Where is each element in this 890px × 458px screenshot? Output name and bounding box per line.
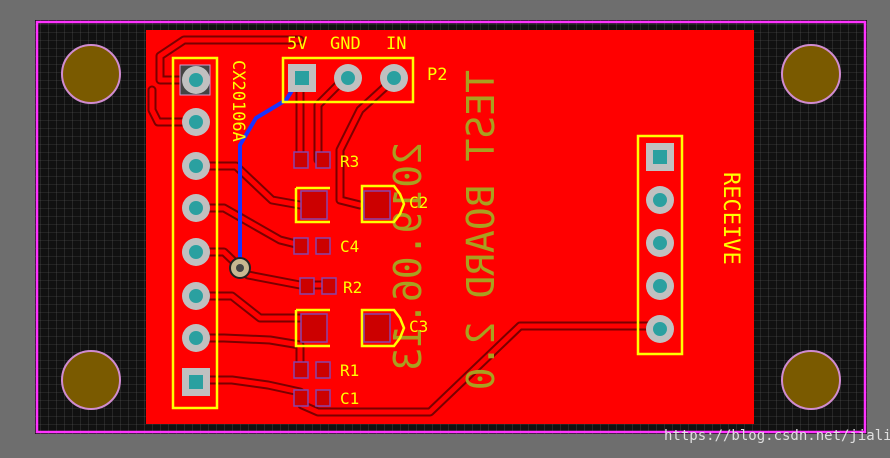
header-p2-pin [334,64,362,92]
resistor-r1: R1 [293,361,359,380]
header-p1-pin [182,282,210,310]
header-p1-pin [182,324,210,352]
bottom-trace [229,76,302,279]
header-p2-outline [281,56,415,104]
c1-label: C1 [340,389,359,408]
p2-pin-label-5v: 5V [287,34,307,54]
header-p1-pins [179,64,211,396]
date-text: 2019.06.13 [386,142,430,371]
board-outline [35,20,867,434]
r2-label: R2 [343,278,362,297]
watermark: https://blog.csdn.net/jialing678 [664,428,890,444]
mount-hole-top-left [61,44,121,104]
header-p1-pin [182,152,210,180]
header-p2-pin [380,64,408,92]
header-receive-pin [646,315,674,343]
header-receive-pin [646,229,674,257]
resistor-r2: R2 [299,277,362,297]
c4-label: C4 [340,237,359,256]
header-p1-pin [182,108,210,136]
mount-holes [61,44,841,410]
capacitor-c3: C3 [294,308,428,348]
resistor-r3: R3 [293,151,359,171]
header-receive: RECEIVE [636,134,743,356]
mount-hole-bottom-left [61,350,121,410]
header-p1: CX20106A [171,56,248,410]
header-receive-outline [636,134,684,356]
copper-pour [146,30,754,424]
header-p2: 5V GND IN P2 [281,34,447,104]
header-p1-pin [182,194,210,222]
receive-label: RECEIVE [718,172,743,265]
header-p1-outline [171,56,219,410]
smd-components: R3 C2 C4 R2 C3 [293,151,428,408]
p2-label: P2 [427,65,447,85]
capacitor-c2: C2 [294,184,428,224]
mount-hole-top-right [781,44,841,104]
header-p1-pin-square [182,368,210,396]
header-p1-pin [182,238,210,266]
c3-label: C3 [409,317,428,336]
header-receive-pin-square [646,143,674,171]
r3-label: R3 [340,152,359,171]
r1-label: R1 [340,361,359,380]
header-p2-pin-square [288,64,316,92]
p1-label: CX20106A [228,60,248,142]
test-board-text: TEST BOARD 2.0 [459,70,503,390]
c2-label: C2 [409,193,428,212]
p2-pin-label-gnd: GND [330,34,361,54]
bottom-silkscreen: TEST BOARD 2.0 2019.06.13 [386,70,503,390]
header-receive-pin [646,272,674,300]
mount-hole-bottom-right [781,350,841,410]
header-p1-pin [179,64,211,96]
p2-pin-label-in: IN [386,34,406,54]
header-receive-pin [646,186,674,214]
capacitor-c1: C1 [293,389,359,408]
capacitor-c4: C4 [293,237,359,256]
